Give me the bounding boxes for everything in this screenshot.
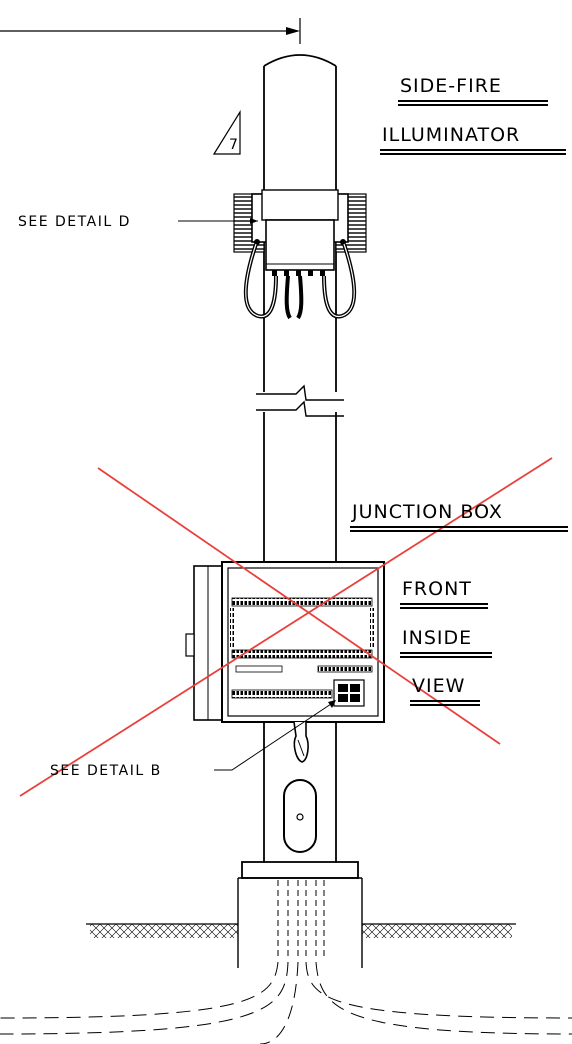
junction-box-title: JUNCTION BOX FRONT INSIDE VIEW [350,501,568,706]
illuminator-assembly [233,189,367,320]
callout-detail-d: SEE DETAIL D [18,214,258,230]
buried-conduits [0,961,572,1044]
detail-b-label: SEE DETAIL B [50,763,162,779]
view-label: VIEW [412,675,465,697]
junction-box [185,561,385,763]
triangle-revision-icon: 7 [212,109,241,155]
illuminator-label: ILLUMINATOR [382,124,520,146]
front-label: FRONT [402,578,472,600]
callout-detail-b: SEE DETAIL B [50,700,336,779]
strike-out-mark [19,457,553,797]
foundation [86,861,516,968]
detail-d-label: SEE DETAIL D [18,214,131,230]
inside-label: INSIDE [402,627,472,649]
junction-box-label: JUNCTION BOX [351,501,503,523]
dimension-arrow [0,18,301,44]
revision-number: 7 [229,137,238,153]
pole-break-icon [256,384,344,417]
side-fire-label: SIDE-FIRE [400,75,502,97]
handhole [283,779,317,853]
side-fire-illuminator-title: SIDE-FIRE ILLUMINATOR [380,75,566,155]
